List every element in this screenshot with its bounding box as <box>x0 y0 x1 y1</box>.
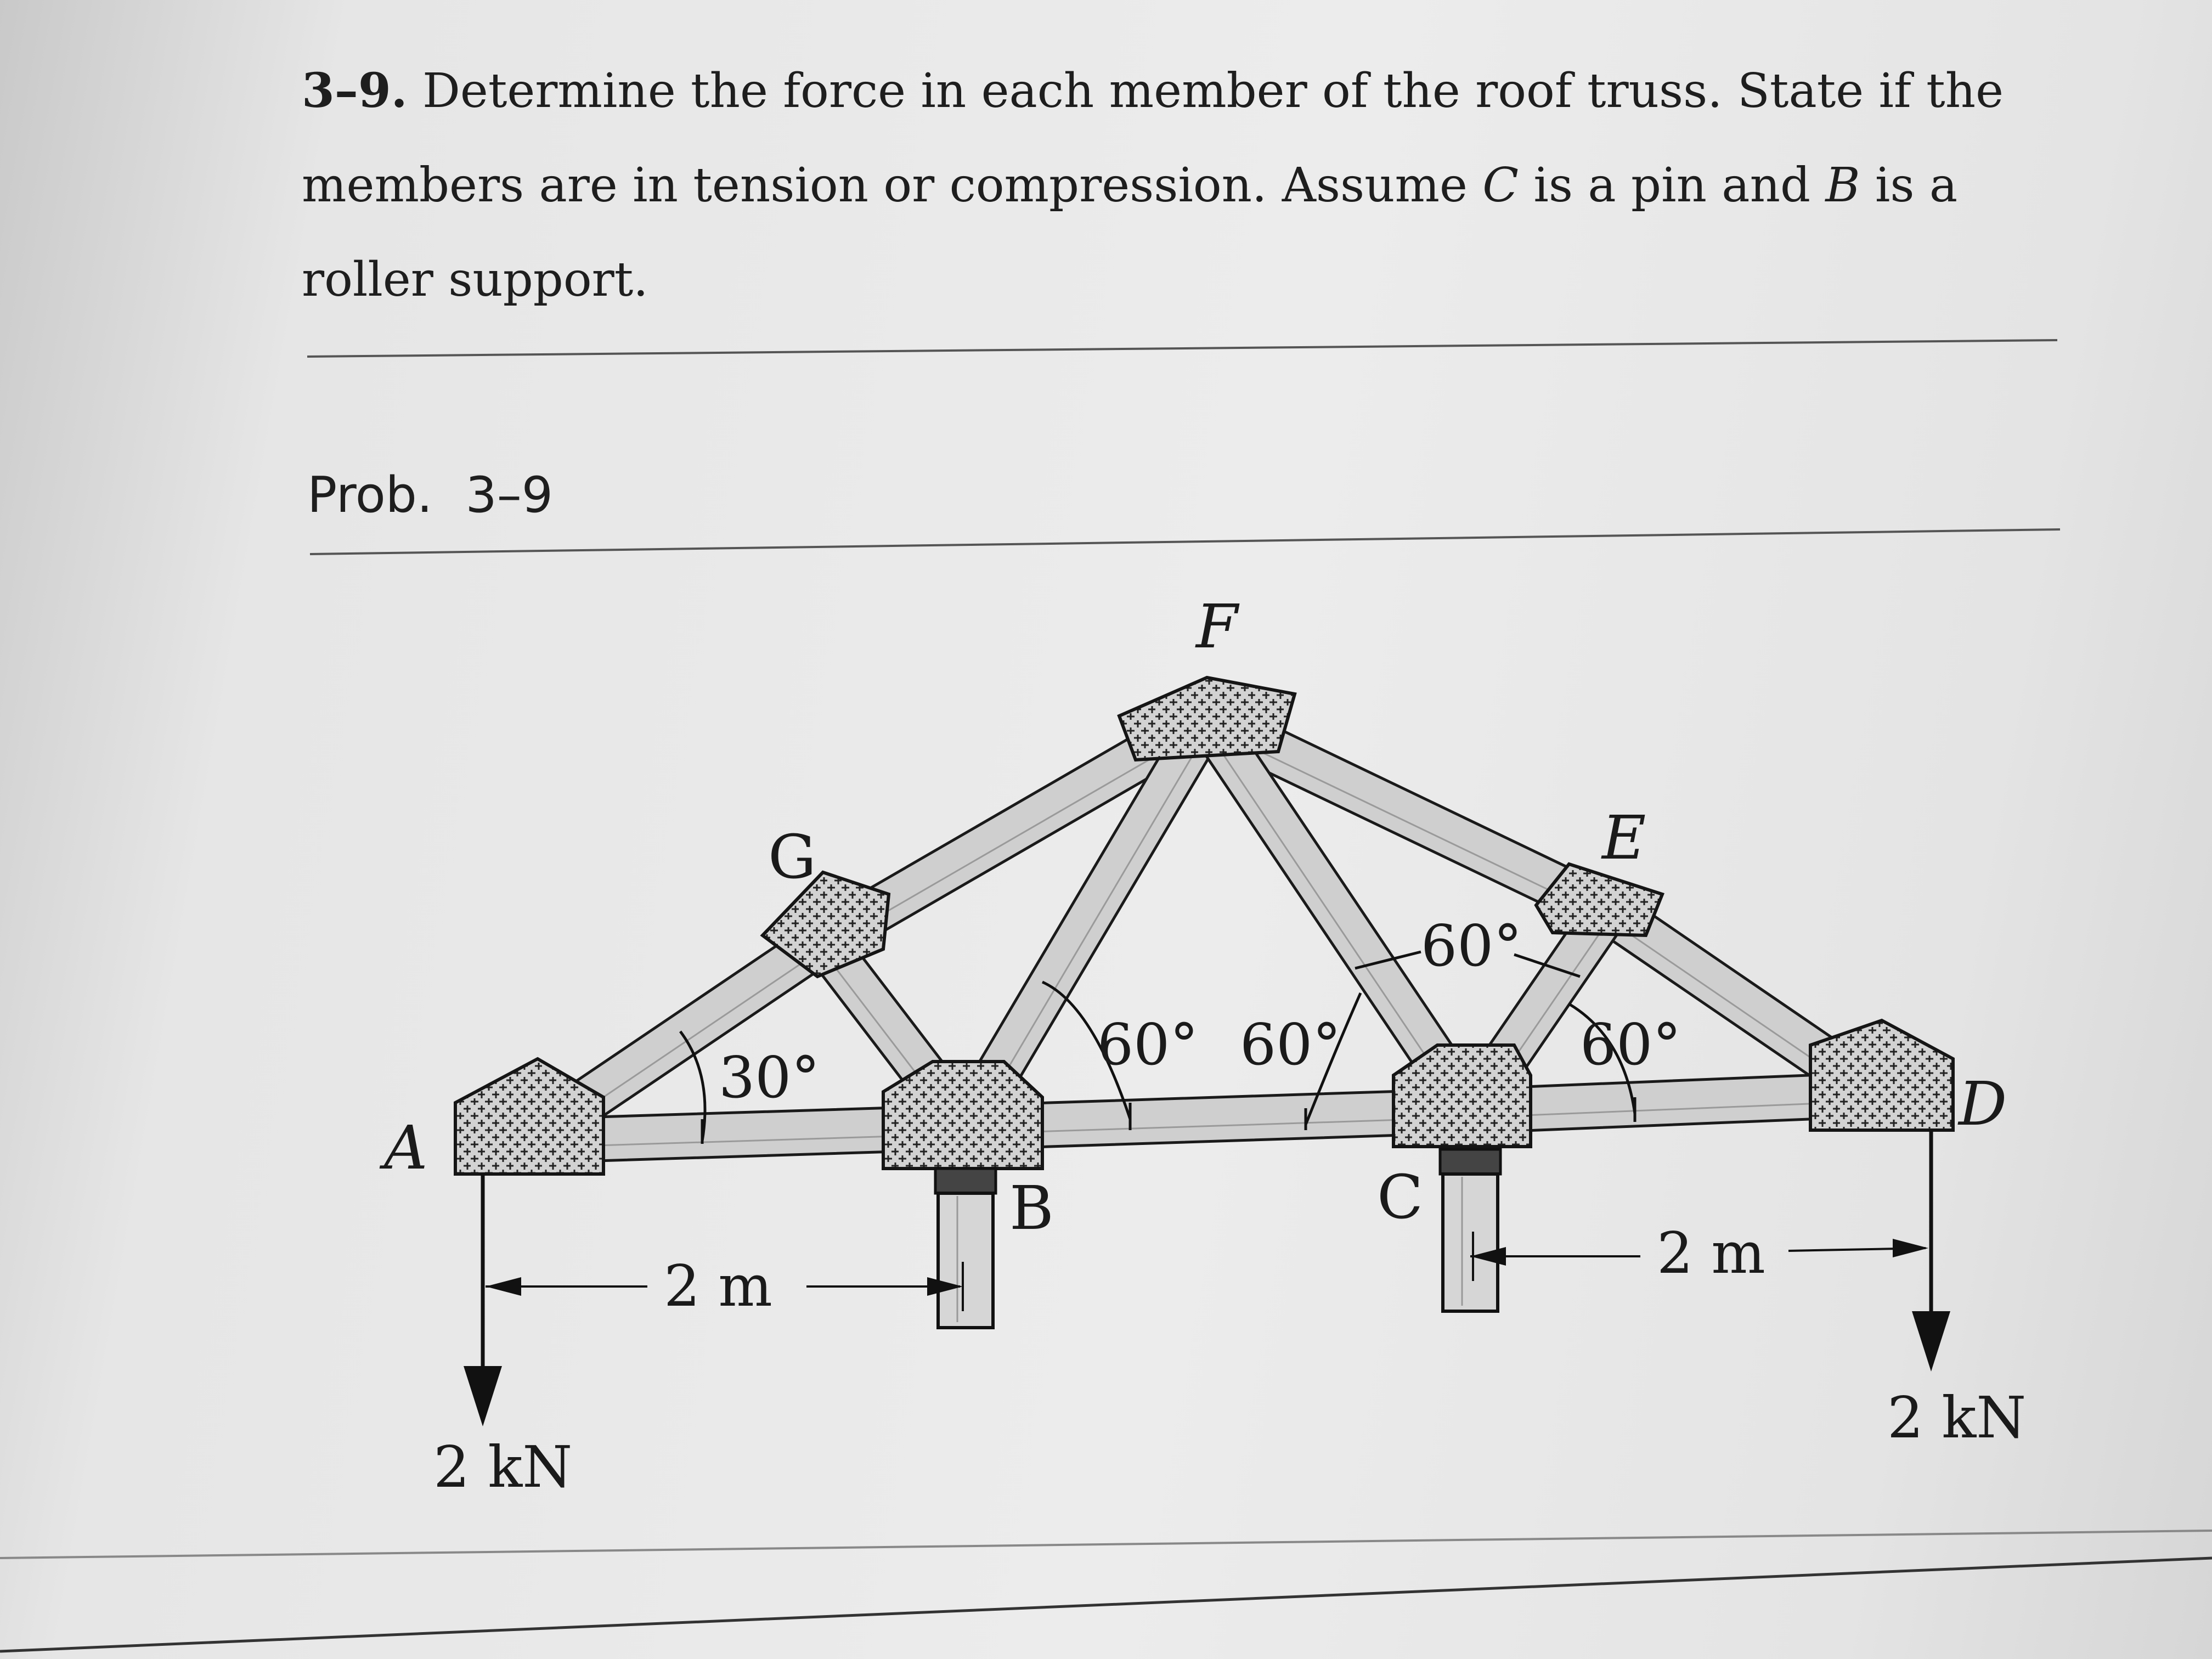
plate-d <box>1809 1018 1955 1132</box>
supports <box>934 1148 1502 1329</box>
node-label-g: G <box>768 822 816 892</box>
plate-b <box>882 1060 1044 1170</box>
angle-label-a: 30° <box>719 1044 820 1111</box>
dimension-right-arrow-1 <box>1470 1247 1506 1266</box>
plate-a <box>454 1057 605 1176</box>
figure-label-prefix: Prob. <box>307 466 433 524</box>
member-bf-grain <box>970 721 1214 1131</box>
load-label-a: 2 kN <box>433 1434 572 1500</box>
figure-label-number: 3–9 <box>465 466 554 524</box>
node-label-f: F <box>1195 591 1240 662</box>
plate-e <box>1534 862 1664 938</box>
member-fe-grain <box>1204 724 1605 918</box>
plate-g <box>760 870 891 979</box>
dimension-label-right: 2 m <box>1657 1220 1765 1286</box>
dimension-right-arrow-2 <box>1893 1239 1928 1257</box>
support-b-post <box>936 1192 995 1329</box>
gusset-plates <box>454 675 1955 1176</box>
support-c-post <box>1441 1172 1499 1313</box>
problem-statement: 3–9. Determine the force in each member … <box>302 44 2057 327</box>
figure-label: Prob. 3–9 <box>307 466 553 524</box>
dimension-left-arrow-1 <box>486 1277 521 1296</box>
support-b-cap <box>934 1167 997 1195</box>
angle-leader-c-top-1 <box>1355 950 1421 970</box>
angle-arc-c-right <box>1568 1002 1637 1114</box>
member-fc-grain <box>1201 721 1466 1115</box>
angle-label-c-right: 60° <box>1580 1011 1681 1078</box>
node-label-c: C <box>1377 1162 1423 1232</box>
support-c-cap <box>1438 1148 1502 1176</box>
angle-arc-a <box>679 1030 707 1142</box>
dimension-label-left: 2 m <box>664 1252 772 1319</box>
member-gf-grain <box>826 724 1211 947</box>
angle-leader-c-top-2 <box>1514 953 1581 978</box>
problem-text-part3: is a roller support. <box>302 158 1958 307</box>
problem-number: 3–9. <box>302 63 408 119</box>
plate-c <box>1392 1043 1532 1148</box>
node-label-e: E <box>1601 803 1646 873</box>
angle-arc-c-left <box>1304 992 1362 1125</box>
node-label-b: B <box>1009 1173 1054 1243</box>
roller-node-ref: B <box>1825 158 1860 213</box>
load-label-d: 2 kN <box>1887 1384 2026 1451</box>
node-label-d: D <box>1957 1069 2007 1139</box>
rule-caption <box>309 528 2061 555</box>
problem-text-part1: Determine the force in each member of th… <box>302 64 2004 213</box>
angle-arc-b <box>1041 980 1132 1120</box>
rule-bottom <box>0 1530 2212 1559</box>
rule-bottom-2 <box>0 1556 2212 1653</box>
truss-members <box>512 697 1891 1165</box>
member-bc-grain <box>966 1116 1471 1135</box>
annotations <box>464 950 1950 1426</box>
angle-label-b: 60° <box>1097 1011 1198 1078</box>
angle-label-c-left: 60° <box>1240 1011 1341 1078</box>
dimension-left-arrow-2 <box>927 1277 963 1296</box>
angle-label-c-top: 60° <box>1421 912 1522 979</box>
pin-node-ref: C <box>1482 158 1519 213</box>
plate-f <box>1117 675 1297 762</box>
load-arrow-d-head <box>1912 1311 1950 1372</box>
load-arrow-a-head <box>464 1366 502 1426</box>
rule-top <box>307 339 2058 358</box>
node-label-a: A <box>379 1113 427 1183</box>
problem-text-part2: is a pin and <box>1519 158 1826 213</box>
